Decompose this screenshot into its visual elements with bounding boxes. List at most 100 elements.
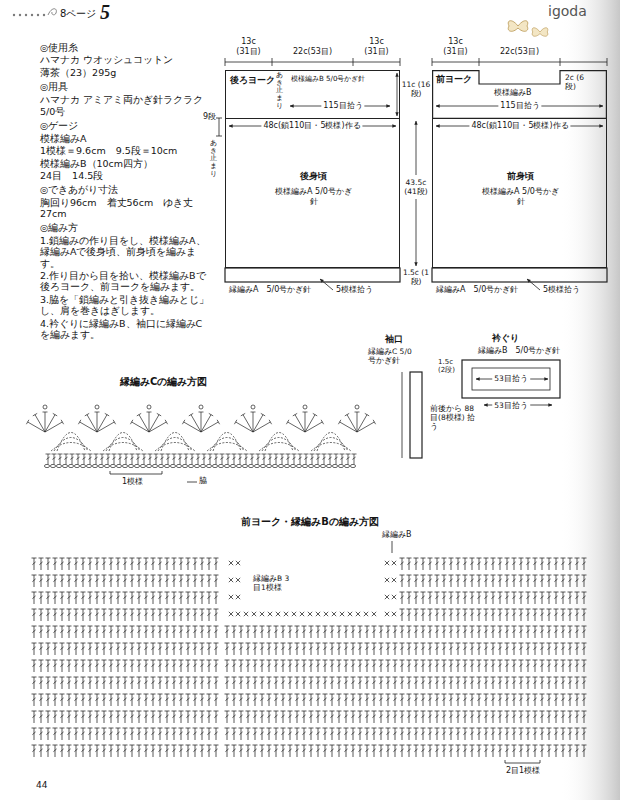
neckband-inner [472, 368, 550, 390]
chain-stitch [50, 464, 55, 467]
chain-arch [51, 433, 351, 452]
chain-stitch [146, 464, 151, 467]
stitch-symbols [26, 412, 375, 464]
stitch-chart-b [32, 558, 587, 757]
part-title: 袖口 [385, 334, 403, 345]
cuff-band [410, 372, 422, 458]
gauge-text: 模様編みA [40, 133, 218, 144]
chain-stitch [200, 464, 205, 467]
piece-title: 後身頃 [226, 171, 401, 182]
dimension-label: 43.5c (41段) [401, 178, 431, 196]
chain-stitch [104, 464, 109, 467]
chain-stitch [86, 464, 91, 467]
picot [147, 405, 151, 409]
section-heading: ◎用具 [40, 81, 218, 92]
stitch-note: 模様編みA 5/0号かぎ針 [479, 187, 563, 206]
picot [199, 405, 203, 409]
chain-stitch [320, 464, 325, 467]
chain-stitch [68, 464, 73, 467]
instruction-step: 2.作り目から目を拾い、模様編みBで後ろヨーク、前ヨークを編みます。 [40, 270, 212, 293]
header-ornament [13, 9, 57, 16]
count-label: 5模様拾う [543, 285, 580, 295]
repeat-label: 2目1模様 [506, 766, 540, 776]
butterfly [508, 21, 528, 32]
piece-title: 前身頃 [433, 171, 608, 182]
gauge-text: 模様編みB（10cm四方） [40, 158, 218, 169]
chain-stitch [170, 464, 175, 467]
repeat-label: 1模様 [122, 477, 143, 487]
armhole-line [402, 372, 403, 458]
ornament-dot [25, 14, 27, 16]
picot [95, 405, 99, 409]
chain-stitch [74, 464, 79, 467]
count-label: 5模様拾う [336, 285, 373, 295]
edging-label: 縁編みC 5/0号かぎ針 [368, 347, 414, 365]
chain-stitch [44, 464, 49, 467]
chain-stitch [248, 464, 253, 467]
pattern-number: 5 [100, 0, 110, 24]
dimension-label: 2c (6段) [565, 73, 587, 91]
row-count: 9段 [203, 112, 216, 122]
gauge-text: 24目 14.5段 [40, 170, 218, 181]
chain-stitch [350, 464, 355, 467]
stitch-note: 模様編みA 5/0号かぎ針 [272, 187, 356, 206]
section-heading: ◎できあがり寸法 [40, 184, 218, 195]
chain-stitch [158, 464, 163, 467]
chart-title: 縁編みCの編み方図 [120, 376, 207, 388]
leader-line [392, 541, 393, 553]
tools-text: 5/0号 [40, 106, 218, 117]
stitch-note: 模様編みB 5/0号かぎ針 [291, 75, 399, 83]
chain-stitch [302, 464, 307, 467]
ornament-dot [31, 14, 33, 16]
ornament-dot [43, 14, 45, 16]
chain-stitch [266, 464, 271, 467]
chain-stitch [290, 464, 295, 467]
chain-stitch [242, 464, 247, 467]
dimension-label: 13c (31目) [362, 37, 392, 56]
chain-stitch [56, 464, 61, 467]
chain-stitch [140, 464, 145, 467]
count-label: 53目拾う [492, 374, 530, 383]
pickup-arrow [527, 279, 540, 290]
yoke-piece: 後ろヨーク模様編みB 5/0号かぎ針 [225, 70, 400, 119]
repeat-bracket [110, 471, 162, 474]
chain-stitch [110, 464, 115, 467]
chain-stitch [176, 464, 181, 467]
count-label: 53目拾う [492, 401, 530, 410]
count-label: 前後から 88目(8模様) 拾う [430, 404, 478, 431]
edging-label: 縁編みB 5/0号かぎ針 [478, 346, 560, 356]
count-label: 48c(鎖110目・5模様)作る [469, 121, 570, 131]
butterfly [532, 28, 548, 36]
butterfly-logo [508, 21, 548, 37]
count-label: 115目拾う [321, 101, 364, 111]
edging-band [432, 268, 607, 282]
picot [251, 405, 255, 409]
chain-stitch [134, 464, 139, 467]
neckband-outline [462, 360, 560, 398]
dimension-label: 1.5c (2段) [438, 358, 460, 375]
ornament-dot [13, 14, 15, 16]
picot [303, 405, 307, 409]
chain-stitch [188, 464, 193, 467]
dimension-label: 22c(53目) [281, 47, 345, 57]
chain-stitch [116, 464, 121, 467]
chain-stitch [206, 464, 211, 467]
opening-note: あき止まり [210, 140, 217, 178]
dimension-label: 1.5c (1段) [401, 268, 431, 286]
stitch-note: 模様編みB [494, 88, 532, 98]
count-label: 115目拾う [498, 101, 541, 111]
chain-stitch [98, 464, 103, 467]
section-heading: ◎使用糸 [40, 42, 218, 53]
edging-label: 縁編みA 5/0号かぎ針 [436, 285, 518, 295]
instruction-step: 4.衿ぐりに縁編みB、袖口に縁編みCを編みます。 [40, 318, 212, 341]
chain-stitch [332, 464, 337, 467]
piece-outline [433, 71, 607, 119]
part-title: 衿ぐり [492, 333, 519, 344]
chart-callout: 縁編みB 3目1模様 [253, 574, 297, 592]
picot [43, 405, 47, 409]
instruction-step: 1.鎖編みの作り目をし、模様編みA、縁編みAで後身頃、前身頃を編みます。 [40, 235, 212, 269]
chain-stitch [308, 464, 313, 467]
chart-callout: 縁編みB [382, 530, 412, 540]
gauge-text: 1模様＝9.6cm 9.5段＝10cm [40, 145, 218, 156]
